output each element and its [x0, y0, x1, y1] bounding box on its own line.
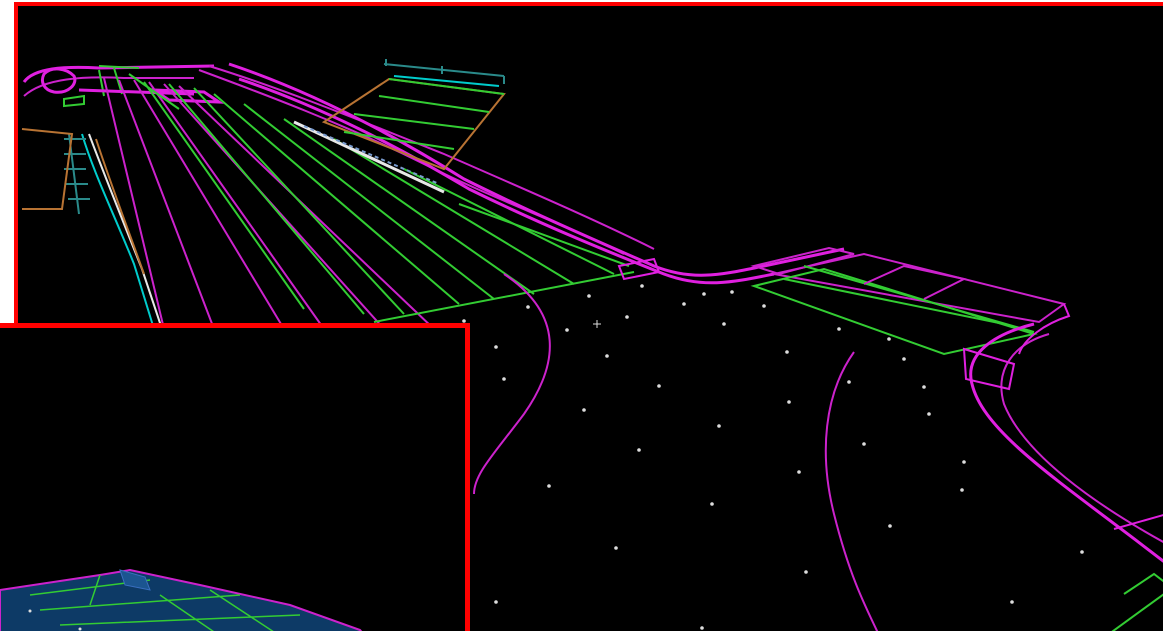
left-intersection-linework: [22, 64, 225, 108]
survey-point: [526, 305, 530, 309]
upper-parcel: [321, 59, 506, 171]
survey-point: [494, 345, 498, 349]
shaded-road-surface: [0, 568, 363, 631]
inner-boundary-curves: [473, 273, 879, 631]
survey-point: [797, 470, 801, 474]
survey-point: [462, 319, 466, 323]
right-intersection-linework: [750, 246, 1163, 631]
survey-point: [862, 442, 866, 446]
survey-point: [582, 408, 586, 412]
survey-point: [640, 284, 644, 288]
survey-points: [462, 284, 1084, 630]
left-utility-lines: [21, 128, 163, 330]
survey-point: [605, 354, 609, 358]
survey-point: [657, 384, 661, 388]
survey-point: [614, 546, 618, 550]
survey-point: [785, 350, 789, 354]
survey-point: [847, 380, 851, 384]
survey-point: [730, 290, 734, 294]
survey-point: [700, 626, 704, 630]
survey-point: [710, 502, 714, 506]
survey-point: [722, 322, 726, 326]
survey-point: [565, 328, 569, 332]
survey-point: [702, 292, 706, 296]
survey-point: [922, 385, 926, 389]
survey-point: [962, 460, 966, 464]
median-boundary: [228, 62, 845, 285]
shaded-surface-canvas: [0, 568, 363, 631]
survey-point: [547, 484, 551, 488]
survey-point: [587, 294, 591, 298]
lane-lines: [128, 73, 635, 323]
survey-point: [637, 448, 641, 452]
survey-point: [502, 377, 506, 381]
survey-point: [1010, 600, 1014, 604]
road-linework-canvas: [21, 59, 1163, 631]
survey-point: [888, 524, 892, 528]
survey-point: [494, 600, 498, 604]
survey-point: [1080, 550, 1084, 554]
survey-point: [927, 412, 931, 416]
survey-point: [682, 302, 686, 306]
survey-point: [625, 315, 629, 319]
road-edge-lines: [103, 65, 655, 330]
survey-point: [804, 570, 808, 574]
survey-point: [960, 488, 964, 492]
survey-point: [902, 357, 906, 361]
survey-point: [762, 304, 766, 308]
inset-preview-viewport[interactable]: [0, 323, 470, 631]
survey-point: [717, 424, 721, 428]
survey-point: [837, 327, 841, 331]
crosshair-cursor-icon: [593, 320, 601, 328]
survey-point: [887, 337, 891, 341]
survey-point: [787, 400, 791, 404]
